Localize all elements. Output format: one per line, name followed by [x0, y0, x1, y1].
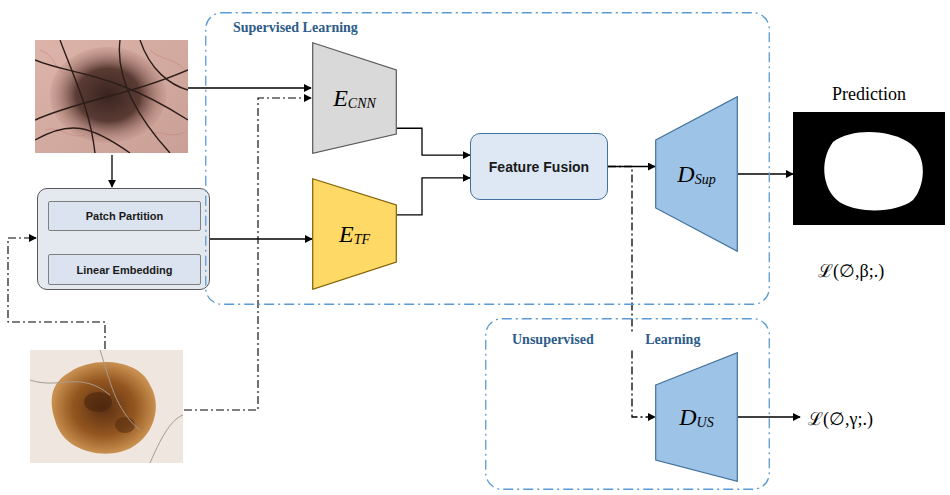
region-title: Supervised Learning — [231, 20, 360, 36]
encoder-block: ETF — [312, 178, 397, 290]
flow-arrow — [397, 128, 470, 155]
block-label: DSup — [655, 96, 738, 252]
flow-arrow — [397, 178, 470, 215]
block-label: DUS — [655, 352, 738, 482]
block-symbol: E — [339, 221, 354, 248]
prediction-title: Prediction — [793, 84, 945, 108]
block-label: ETF — [312, 178, 397, 290]
flow-arrow — [210, 238, 312, 239]
loss-label: ℒ(∅,γ;.) — [808, 406, 873, 430]
process-box: Linear Embedding — [48, 254, 201, 285]
block-symbol: D — [679, 404, 696, 431]
fusion-box: Feature Fusion — [470, 133, 608, 200]
block-subscript: CNN — [348, 96, 376, 112]
dermoscopy-image — [30, 350, 183, 463]
dermoscopy-image — [35, 40, 188, 153]
unsupervised-flow-arrow — [608, 167, 655, 418]
decoder-block: DSup — [655, 96, 738, 252]
process-label: Patch Partition — [86, 210, 164, 222]
decoder-block: DUS — [655, 352, 738, 482]
mask-image — [793, 112, 945, 225]
embedding-group-box: Patch PartitionLinear Embedding — [37, 188, 210, 290]
learning-region: DUS Unsupervised Learning — [485, 318, 770, 490]
image-flow-line — [8, 88, 800, 417]
process-box: Patch Partition — [48, 201, 201, 231]
block-subscript: Sup — [695, 172, 716, 188]
loss-label: ℒ(∅,β;.) — [818, 258, 884, 282]
flow-arrow — [738, 173, 793, 174]
prediction-mask: Prediction — [793, 84, 945, 225]
block-symbol: E — [333, 85, 348, 112]
block-subscript: US — [697, 415, 714, 431]
learning-region: ECNNETFFeature FusionDSupSupervised Lear… — [205, 12, 770, 305]
process-label: Linear Embedding — [77, 264, 173, 276]
block-symbol: D — [677, 161, 694, 188]
region-title: Unsupervised Learning — [510, 332, 702, 348]
fusion-label: Feature Fusion — [489, 159, 589, 175]
encoder-block: ECNN — [312, 42, 397, 154]
block-subscript: TF — [354, 232, 370, 248]
block-label: ECNN — [312, 42, 397, 154]
